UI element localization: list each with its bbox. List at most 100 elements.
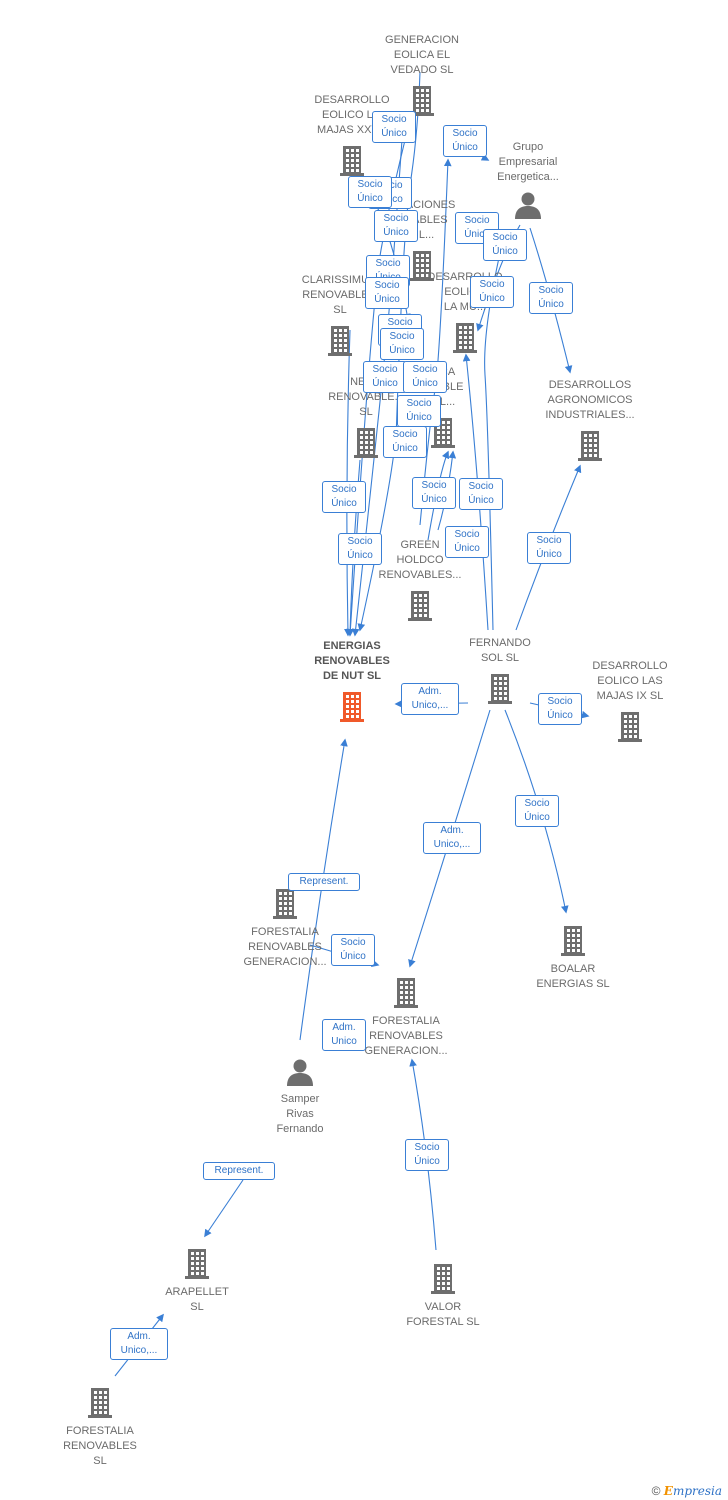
node-label-line: SL	[190, 1301, 204, 1313]
relation-badge-b27[interactable]: Adm.Unico,...	[423, 822, 481, 854]
relation-badge-text: Socio	[406, 398, 432, 409]
node-label-line: Grupo	[512, 141, 544, 153]
relation-badge-text: Socio	[357, 179, 383, 190]
node-label-line: Samper	[280, 1093, 320, 1105]
relation-badge-text: Adm.	[127, 1331, 151, 1342]
relation-badge-text: Único	[357, 193, 383, 204]
relation-badge-b32[interactable]: Represent.	[203, 1162, 275, 1180]
node-label-line: VEDADO SL	[390, 64, 454, 76]
node-label-line: CLARISSIMU...	[301, 274, 379, 286]
building-icon	[273, 889, 297, 919]
relation-badge-text: Socio	[492, 232, 518, 243]
relation-badge-text: Socio	[389, 331, 415, 342]
copyright: © Empresia	[652, 1484, 722, 1498]
relation-badge-text: Unico,...	[411, 700, 449, 711]
node-clarissimum[interactable]: CLARISSIMU...RENOVABLE...SL	[280, 273, 400, 356]
relation-badge-text: Único	[406, 412, 432, 423]
node-label-line: ENERGIAS SL	[536, 978, 610, 990]
relation-badge-b33[interactable]: Adm.Unico,...	[110, 1328, 168, 1360]
relation-badge-text: Único	[381, 128, 407, 139]
relation-badge-b28[interactable]: Represent.	[288, 873, 360, 891]
relation-badge-b24[interactable]: Adm.Unico,...	[401, 683, 459, 715]
node-label-line: RENOVABLES	[369, 1030, 443, 1042]
node-label-line: SL	[93, 1455, 107, 1467]
node-label-line: DESARROLLOS	[548, 379, 632, 391]
relation-badge-text: Único	[492, 246, 518, 257]
node-label-line: ENERGIAS	[323, 640, 381, 652]
node-label-line: RENOVABLE...	[302, 289, 378, 301]
relation-badge-b30[interactable]: Adm.Unico	[322, 1019, 366, 1051]
relation-badge-text: Único	[340, 951, 366, 962]
building-icon	[453, 323, 477, 353]
relation-badge-text: Socio	[374, 280, 400, 291]
node-label-line: RENOVABLE...	[328, 391, 404, 403]
copyright-symbol: ©	[651, 1484, 661, 1498]
node-label-line: GENERACION	[385, 34, 459, 46]
node-label-line: GENERACION...	[243, 956, 327, 968]
building-icon	[618, 712, 642, 742]
node-label-line: HOLDCO	[396, 554, 444, 566]
relation-badge-text: Único	[479, 293, 505, 304]
relation-badge-text: Socio	[421, 480, 447, 491]
building-icon	[185, 1249, 209, 1279]
node-label-line: VALOR	[424, 1301, 462, 1313]
relation-badge-text: Socio	[479, 279, 505, 290]
relation-badge-text: Adm.	[332, 1022, 356, 1033]
node-label-line: RENOVABLES	[314, 655, 390, 667]
relation-badge-text: Socio	[538, 285, 564, 296]
node-label-line: DESARROLLO	[314, 94, 390, 106]
edges	[114, 71, 590, 1377]
node-label-line: GREEN	[400, 539, 440, 551]
node-label-line: Empresarial	[498, 156, 558, 168]
node-label-line: Fernando	[276, 1123, 324, 1135]
brand-logo[interactable]: Empresia	[663, 1484, 722, 1498]
relation-badge-text: Único	[414, 1156, 440, 1167]
relation-badge-text: Socio	[536, 535, 562, 546]
relation-badge-text: Socio	[383, 213, 409, 224]
node-label-line: EOLICO L...	[322, 109, 382, 121]
